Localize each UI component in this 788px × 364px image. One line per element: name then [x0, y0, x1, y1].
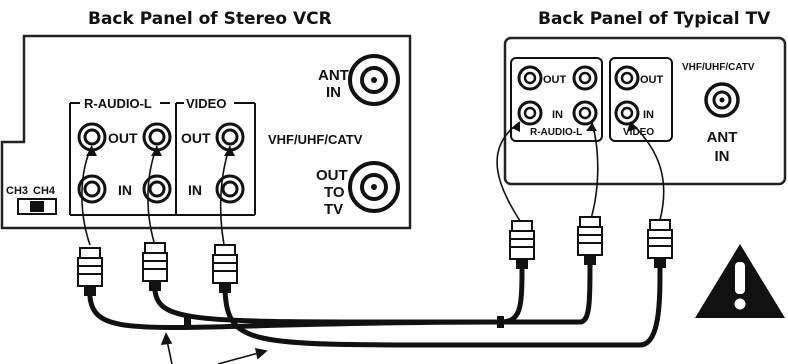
tv-video-out-label: OUT [640, 74, 664, 86]
vcr-ant-in-label-1: ANT [318, 67, 349, 84]
vcr-panel-outline [0, 34, 412, 230]
rca-plug-vcr-audio-l[interactable] [142, 242, 168, 291]
audio-cable-right [87, 267, 525, 330]
vcr-video-in-label: IN [188, 182, 202, 198]
rca-plug-tv-audio-r[interactable] [509, 220, 535, 269]
tv-video-in-jack[interactable] [614, 100, 640, 126]
tv-ant-in-connector[interactable] [704, 82, 740, 118]
tv-video-out-jack[interactable] [614, 65, 640, 91]
tv-video-in-label: IN [643, 109, 654, 121]
arrow-vcr-video [224, 146, 235, 156]
ch3-label: CH3 [6, 185, 28, 197]
tv-panel-title: Back Panel of Typical TV [538, 9, 771, 29]
arrow-vcr-audio-l [151, 146, 162, 156]
tv-audio-group-label: R-AUDIO-L [530, 127, 582, 138]
warning-triangle-icon [695, 244, 785, 318]
vcr-video-in-jack[interactable] [215, 174, 245, 204]
vcr-out-to-tv-label-1: OUT [316, 167, 348, 184]
arrow-tv-video [627, 122, 638, 132]
vcr-video-out-label: OUT [181, 130, 211, 146]
tv-audio-box [510, 57, 603, 142]
vcr-audio-l-in-jack[interactable] [142, 174, 172, 204]
tv-audio-r-in-jack[interactable] [517, 100, 543, 126]
pointer-lines [160, 332, 268, 364]
vcr-audio-l-out-jack[interactable] [142, 122, 172, 152]
tv-audio-l-in-jack[interactable] [572, 100, 598, 126]
rca-plug-tv-video[interactable] [647, 219, 673, 268]
video-cable [222, 265, 663, 348]
tv-audio-in-label: IN [552, 109, 563, 121]
ch3-ch4-switch[interactable] [17, 198, 57, 215]
vcr-video-group-label: VIDEO [186, 96, 226, 111]
tv-panel-outline [503, 36, 787, 186]
rca-plug-vcr-video[interactable] [212, 244, 238, 293]
audio-cable-left [152, 262, 593, 325]
tv-video-group-label: VIDEO [623, 127, 654, 138]
cable-bundle [87, 262, 663, 348]
arrow-vcr-audio-r [86, 146, 97, 156]
vcr-band-label: VHF/UHF/CATV [268, 132, 363, 147]
vcr-audio-r-in-jack[interactable] [77, 174, 107, 204]
tv-band-label: VHF/UHF/CATV [682, 62, 755, 73]
vcr-ant-in-connector[interactable] [348, 54, 400, 106]
tv-video-box [609, 57, 673, 142]
vcr-video-out-jack[interactable] [215, 122, 245, 152]
rca-plug-tv-audio-l[interactable] [577, 216, 603, 265]
tv-audio-l-out-jack[interactable] [572, 65, 598, 91]
vcr-ant-in-label-2: IN [326, 84, 341, 101]
vcr-panel-title: Back Panel of Stereo VCR [88, 9, 332, 29]
vcr-audio-r-out-jack[interactable] [77, 122, 107, 152]
ch4-label: CH4 [33, 185, 56, 197]
tv-ant-label-2: IN [715, 148, 730, 165]
arrow-tv-audio-l [586, 123, 597, 131]
vcr-out-to-tv-label-2: TO [324, 184, 345, 201]
arrow-tv-audio-r [512, 122, 520, 132]
vcr-audio-in-label: IN [118, 182, 132, 198]
tv-audio-r-out-jack[interactable] [517, 65, 543, 91]
vcr-out-to-tv-connector[interactable] [348, 161, 400, 213]
arrowheads [86, 122, 638, 156]
vcr-out-to-tv-label-3: TV [324, 201, 343, 218]
tv-lead-wires [496, 121, 665, 225]
tv-ant-label-1: ANT [707, 129, 738, 146]
vcr-audio-out-label: OUT [108, 130, 138, 146]
vcr-audio-group-label: R-AUDIO-L [84, 96, 152, 111]
rca-plug-vcr-audio-r[interactable] [77, 247, 103, 296]
tv-audio-out-label: OUT [543, 74, 567, 86]
